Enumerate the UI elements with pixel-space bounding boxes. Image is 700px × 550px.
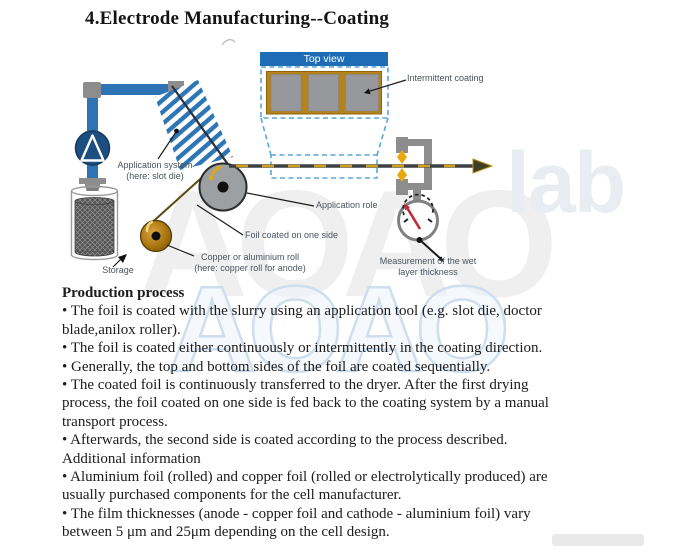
measurement-label: Measurement of the wet layer thickness [379,256,477,277]
pointer-arrowhead [364,88,371,95]
top-view-label: Top view [303,53,345,65]
flow-arrow [472,158,494,174]
additional-information-heading: Additional information [62,450,201,467]
top-view-panel [260,52,389,179]
production-process-heading: Production process [62,285,185,301]
slot-die-hatch [155,80,233,171]
bullet-item: • Afterwards, the second side is coated … [62,432,508,449]
bullet-item: • Generally, the top and bottom sides of… [62,358,491,375]
slide-title: 4.Electrode Manufacturing--Coating [85,8,390,29]
bullet-item: • The foil is coated with the slurry usi… [62,303,542,338]
clamp-sensors [397,150,407,182]
gauge-icon [397,193,439,243]
watermark-outline-text: AOAO [167,261,512,397]
pump-icon [74,130,111,166]
intermittent-coating-label: Intermittent coating [407,73,484,83]
application-system-label: Application system (here: slot die) [117,160,193,181]
coating-patches [270,74,379,112]
foil-coated-label: Foil coated on one side [245,230,339,240]
application-role-label: Application role [316,200,378,210]
bullet-item: • The coated foil is continuously transf… [62,377,549,430]
watermark-blob [552,534,644,546]
pointer-dot [174,128,179,134]
bullet-item: • The foil is coated either continuously… [62,340,543,357]
bullet-item: • The film thicknesses (anode - copper f… [62,505,531,541]
application-roller [198,162,248,212]
copper-roll-label: Copper or aluminium roll (here: copper r… [194,252,306,273]
storage-label: Storage [102,265,134,275]
foil-line [229,158,494,174]
watermark-lab-text: lab [506,135,626,231]
body-text: Production process • The foil is coated … [62,284,662,542]
copper-roller [139,219,173,253]
pointer-arrowhead [118,254,127,263]
pointer-arrowhead [437,256,444,262]
foil-web [146,171,209,228]
smudge-mark [221,38,236,46]
bullet-item: • Aluminium foil (rolled) and copper foi… [62,469,548,504]
pointer-lines [112,79,442,268]
coating-process-diagram [70,38,494,268]
storage-tank [70,185,119,261]
